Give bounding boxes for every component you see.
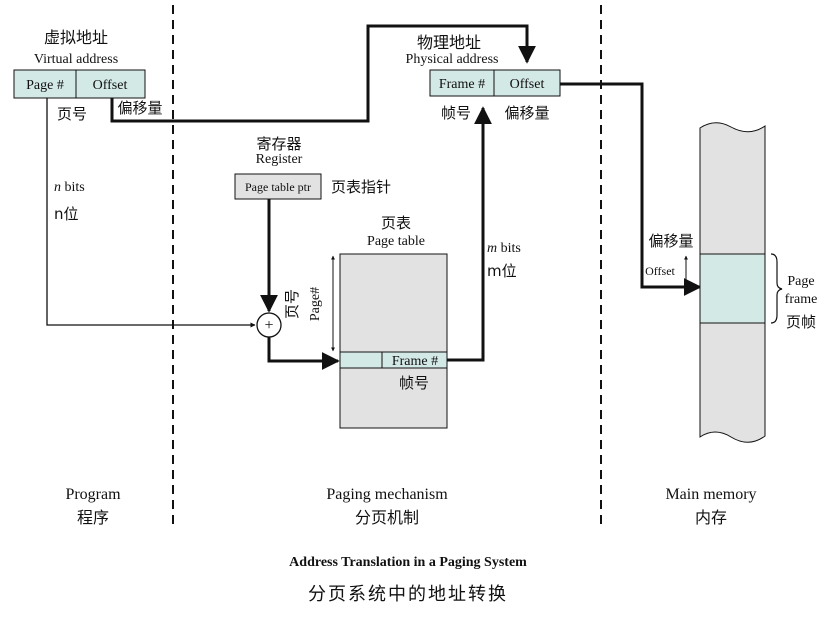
- page-frame-en-2: frame: [785, 292, 818, 307]
- page-frame-cn: 页帧: [786, 313, 816, 331]
- physical-offset-field: [493, 69, 561, 97]
- page-table-title-en: Page table: [367, 234, 425, 249]
- page-table-ptr-cn: 页表指针: [331, 178, 391, 196]
- memory-offset-route: [560, 82, 702, 296]
- virtual-offset-cn: 偏移量: [117, 99, 162, 117]
- memory-offset-en: Offset: [645, 264, 675, 278]
- section-memory-cn: 内存: [695, 508, 727, 527]
- register-title-en: Register: [256, 152, 303, 167]
- register-title-cn: 寄存器: [256, 135, 301, 153]
- page-index-en: Page#: [308, 287, 323, 321]
- adder-to-entry: [267, 337, 340, 370]
- virtual-address-title-cn: 虚拟地址: [44, 28, 108, 47]
- physical-frame-cn: 帧号: [441, 104, 471, 122]
- physical-offset-field-label: Offset: [510, 77, 545, 92]
- page-table-body: [339, 253, 448, 429]
- section-program-en: Program: [65, 486, 121, 503]
- page-number-line: [46, 98, 256, 328]
- physical-offset-cn: 偏移量: [504, 104, 549, 122]
- m-bits-cn: m位: [487, 262, 517, 280]
- caption-en: Address Translation in a Paging System: [289, 555, 527, 570]
- virtual-page-cn: 页号: [57, 105, 87, 123]
- memory-page-frame: [699, 253, 766, 324]
- virtual-page-field: [13, 69, 77, 99]
- page-table-title-cn: 页表: [381, 214, 411, 232]
- section-paging-cn: 分页机制: [355, 508, 419, 527]
- offset-route: [110, 24, 536, 123]
- section-program-cn: 程序: [77, 508, 109, 527]
- entry-to-frame: [447, 106, 492, 362]
- page-frame-brace: [770, 253, 783, 324]
- virtual-page-field-label: Page #: [26, 78, 64, 93]
- page-frame-en-1: Page: [787, 274, 814, 289]
- virtual-address-title-en: Virtual address: [34, 52, 118, 67]
- page-table-entry-cn: 帧号: [399, 374, 429, 392]
- page-table-entry-label: Frame #: [392, 354, 438, 369]
- page-index-cn: 页号: [283, 289, 301, 319]
- physical-frame-field-label: Frame #: [439, 77, 485, 92]
- physical-address-title-cn: 物理地址: [417, 33, 481, 52]
- n-bits-label: n bits: [54, 180, 85, 195]
- memory-offset-cn: 偏移量: [648, 232, 693, 250]
- page-table-ptr-label: Page table ptr: [245, 180, 311, 194]
- virtual-offset-field-label: Offset: [93, 78, 128, 93]
- adder-symbol: +: [264, 317, 273, 334]
- section-memory-en: Main memory: [665, 486, 756, 503]
- physical-address-title-en: Physical address: [406, 52, 499, 67]
- caption-cn: 分页系统中的地址转换: [308, 584, 508, 605]
- page-table-ptr-box: [234, 173, 322, 200]
- m-bits-label: m bits: [487, 241, 521, 256]
- section-paging-en: Paging mechanism: [326, 486, 448, 503]
- n-bits-cn: n位: [54, 205, 79, 223]
- physical-frame-field: [429, 69, 495, 97]
